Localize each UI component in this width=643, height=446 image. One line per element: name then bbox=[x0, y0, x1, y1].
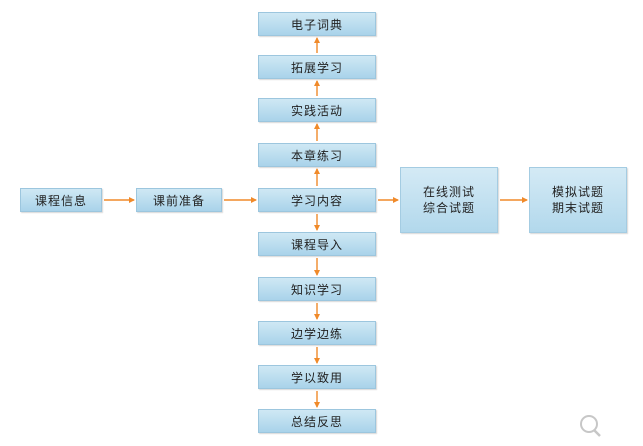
node-online-tests: 在线测试 综合试题 bbox=[400, 167, 498, 233]
node-course-info: 课程信息 bbox=[20, 188, 102, 212]
node-online-tests-line-2: 综合试题 bbox=[422, 201, 475, 215]
search-logo-icon bbox=[580, 415, 601, 437]
node-e-dictionary: 电子词典 bbox=[258, 12, 376, 36]
node-exams-line-2: 期末试题 bbox=[551, 201, 604, 215]
node-study-content: 学习内容 bbox=[258, 188, 376, 212]
node-summary-reflection: 总结反思 bbox=[258, 409, 376, 433]
node-chapter-exercise: 本章练习 bbox=[258, 143, 376, 167]
node-exams-line-1: 模拟试题 bbox=[551, 185, 604, 199]
node-pre-class: 课前准备 bbox=[136, 188, 222, 212]
node-learn-and-practice: 边学边练 bbox=[258, 321, 376, 345]
node-extended-study: 拓展学习 bbox=[258, 55, 376, 79]
node-exams: 模拟试题 期末试题 bbox=[529, 167, 627, 233]
node-apply-learning: 学以致用 bbox=[258, 365, 376, 389]
node-course-intro: 课程导入 bbox=[258, 232, 376, 256]
node-practice-activity: 实践活动 bbox=[258, 98, 376, 122]
node-online-tests-line-1: 在线测试 bbox=[422, 185, 475, 199]
node-knowledge-study: 知识学习 bbox=[258, 277, 376, 301]
